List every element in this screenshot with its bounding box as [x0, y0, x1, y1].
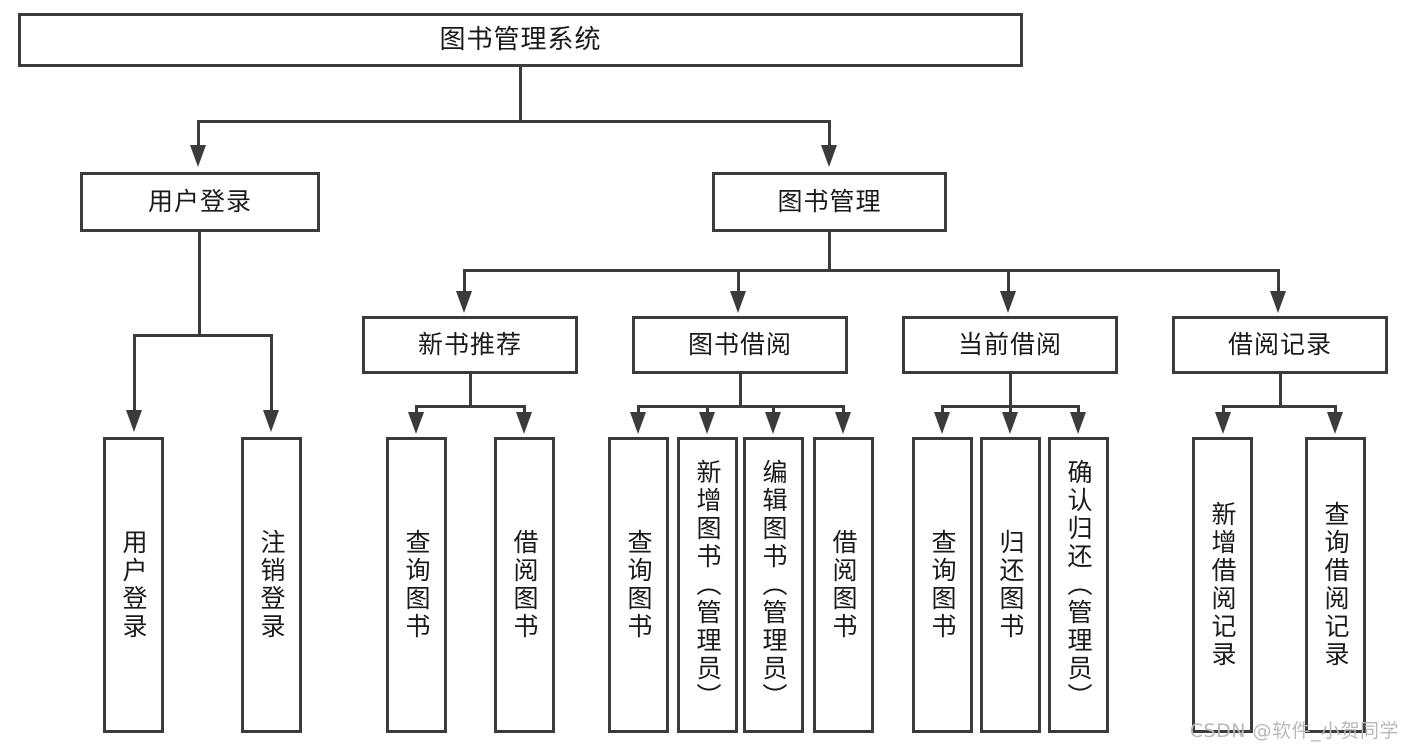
connector-user-login-drop-1: [133, 334, 136, 412]
arrowhead-leaf-borrow-book-a: [516, 412, 532, 434]
connector-root-bus: [197, 120, 831, 123]
connector-user-login-stem: [198, 232, 201, 337]
connector-record-drop-1: [1222, 405, 1225, 417]
node-label: 图书借阅: [687, 330, 792, 360]
arrowhead-leaf-query-book-c: [934, 412, 950, 434]
connector-book-manage-drop-4: [1277, 269, 1280, 293]
node-label: 借阅图书: [510, 529, 539, 641]
arrowhead-leaf-query-book-a: [408, 412, 424, 434]
connector-root-drop-right: [828, 120, 831, 147]
node-label: 查询图书: [928, 529, 957, 641]
leaf-query-book-borrow[interactable]: 查询图书: [608, 437, 669, 733]
node-new-book-recommend[interactable]: 新书推荐: [362, 316, 578, 374]
connector-current-drop-3: [1077, 405, 1080, 417]
connector-book-manage-bus: [463, 269, 1280, 272]
leaf-query-book-current[interactable]: 查询图书: [912, 437, 973, 733]
arrowhead-leaf-query-record: [1327, 412, 1343, 434]
node-label: 查询图书: [624, 529, 653, 641]
leaf-return-book[interactable]: 归还图书: [980, 437, 1041, 733]
node-label: 借阅图书: [829, 529, 858, 641]
connector-recommend-stem: [469, 374, 472, 408]
node-label: 用户登录: [147, 187, 252, 217]
arrowhead-leaf-add-book: [699, 412, 715, 434]
connector-user-login-bus: [133, 334, 273, 337]
node-label: 注销登录: [257, 529, 286, 641]
arrowhead-leaf-confirm-return: [1070, 412, 1086, 434]
connector-borrow-bus: [637, 405, 845, 408]
arrowhead-leaf-add-record: [1215, 412, 1231, 434]
connector-root-drop-left: [197, 120, 200, 147]
node-label: 查询图书: [402, 529, 431, 641]
node-root-system[interactable]: 图书管理系统: [18, 13, 1023, 67]
csdn-watermark: CSDN @软件_小贺同学: [1189, 720, 1399, 742]
leaf-query-book-recommend[interactable]: 查询图书: [386, 437, 447, 733]
leaf-borrow-book[interactable]: 借阅图书: [813, 437, 874, 733]
arrowhead-book-borrow: [730, 291, 746, 313]
node-label: 查询借阅记录: [1321, 501, 1350, 669]
connector-book-manage-drop-1: [463, 269, 466, 293]
arrowhead-leaf-return-book: [1002, 412, 1018, 434]
connector-recommend-bus: [415, 405, 526, 408]
node-label: 编辑图书（管理员）: [759, 459, 788, 711]
connector-record-drop-2: [1334, 405, 1337, 417]
arrowhead-new-book-recommend: [456, 291, 472, 313]
connector-record-stem: [1279, 374, 1282, 408]
node-label: 确认归还（管理员）: [1064, 459, 1093, 711]
arrowhead-current-borrow: [1000, 291, 1016, 313]
arrowhead-leaf-edit-book: [765, 412, 781, 434]
connector-root-stem: [519, 67, 522, 122]
node-label: 借阅记录: [1227, 330, 1332, 360]
connector-borrow-drop-4: [842, 405, 845, 417]
connector-borrow-drop-2: [706, 405, 709, 417]
node-label: 图书管理: [777, 187, 882, 217]
leaf-borrow-book-recommend[interactable]: 借阅图书: [494, 437, 555, 733]
leaf-query-borrow-record[interactable]: 查询借阅记录: [1305, 437, 1366, 733]
connector-book-manage-drop-3: [1007, 269, 1010, 293]
arrowhead-leaf-logout: [263, 410, 279, 432]
arrowhead-leaf-query-book-b: [630, 412, 646, 434]
connector-recommend-drop-1: [415, 405, 418, 417]
connector-user-login-drop-2: [270, 334, 273, 412]
node-book-borrow[interactable]: 图书借阅: [632, 316, 848, 374]
leaf-logout[interactable]: 注销登录: [241, 437, 302, 733]
node-label: 新增借阅记录: [1208, 501, 1237, 669]
connector-record-bus: [1222, 405, 1337, 408]
node-label: 当前借阅: [957, 330, 1062, 360]
node-label: 图书管理系统: [439, 24, 602, 55]
connector-current-drop-2: [1009, 405, 1012, 417]
node-label: 用户登录: [119, 529, 148, 641]
connector-borrow-drop-3: [772, 405, 775, 417]
arrowhead-leaf-borrow-book-b: [835, 412, 851, 434]
node-current-borrow[interactable]: 当前借阅: [902, 316, 1118, 374]
connector-recommend-drop-2: [523, 405, 526, 417]
node-label: 新增图书（管理员）: [693, 459, 722, 711]
node-borrow-record[interactable]: 借阅记录: [1172, 316, 1388, 374]
node-user-login[interactable]: 用户登录: [80, 172, 320, 232]
connector-current-drop-1: [941, 405, 944, 417]
connector-book-manage-drop-2: [737, 269, 740, 293]
connector-book-manage-stem: [828, 232, 831, 272]
node-book-management[interactable]: 图书管理: [712, 172, 947, 232]
leaf-add-borrow-record[interactable]: 新增借阅记录: [1192, 437, 1253, 733]
leaf-user-login[interactable]: 用户登录: [103, 437, 164, 733]
arrowhead-leaf-user-login: [126, 410, 142, 432]
arrowhead-user-login: [190, 145, 206, 167]
connector-borrow-drop-1: [637, 405, 640, 417]
connector-borrow-stem: [739, 374, 742, 408]
leaf-confirm-return-admin[interactable]: 确认归还（管理员）: [1048, 437, 1109, 733]
node-label: 新书推荐: [417, 330, 522, 360]
connector-current-stem: [1009, 374, 1012, 408]
node-label: 归还图书: [996, 529, 1025, 641]
arrowhead-borrow-record: [1270, 291, 1286, 313]
arrowhead-book-manage: [821, 145, 837, 167]
leaf-edit-book-admin[interactable]: 编辑图书（管理员）: [743, 437, 804, 733]
leaf-add-book-admin[interactable]: 新增图书（管理员）: [677, 437, 738, 733]
